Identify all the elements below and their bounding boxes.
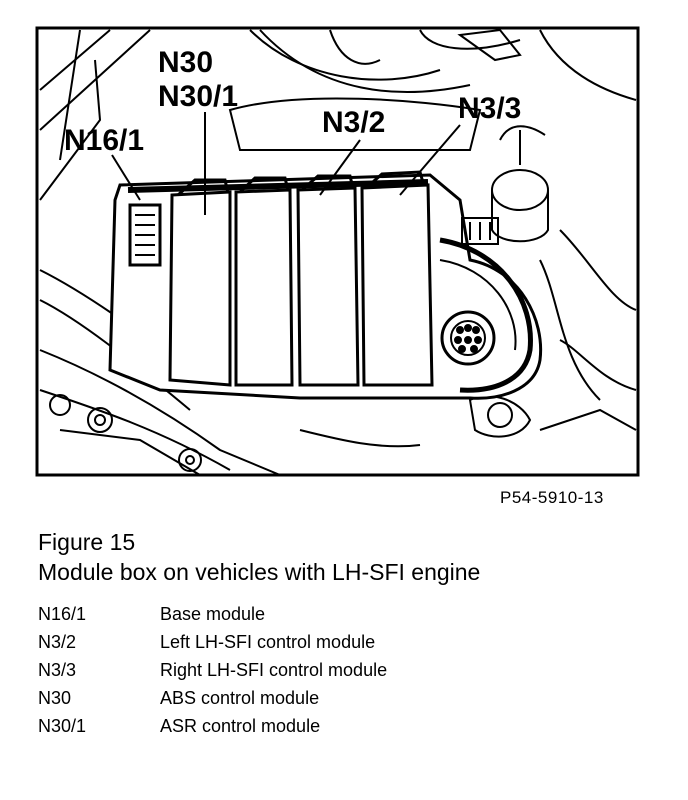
legend-label: Left LH-SFI control module [160,631,376,652]
legend-code: N3/2 [38,631,77,652]
module-box-illustration: N30 N30/1 N16/1 N3/2 N3/3 [35,26,640,477]
module-n30 [168,190,232,387]
legend-table: N16/1 Base module N3/2 Left LH-SFI contr… [38,600,598,740]
legend-row: N3/2 Left LH-SFI control module [38,628,598,656]
figure-caption: Module box on vehicles with LH-SFI engin… [38,559,481,585]
module-n3-2 [296,186,360,387]
legend-code: N16/1 [38,603,87,624]
callout-n30: N30 [158,46,213,79]
plug-connector [461,217,499,245]
module-n30-1 [234,188,294,387]
figure-reference-code: P54-5910-13 [500,488,604,507]
callout-n16-1: N16/1 [64,124,144,157]
legend-code: N30/1 [38,715,87,736]
control-modules [168,170,434,387]
figure-title: Figure 15 [38,529,136,555]
legend-label: ASR control module [160,715,321,736]
round-connector [440,310,496,366]
legend-label: Right LH-SFI control module [160,659,388,680]
legend-row: N30/1 ASR control module [38,712,598,740]
callout-n3-2: N3/2 [322,106,385,139]
leader-lines [111,112,461,215]
module-n3-3 [360,183,434,387]
legend-row: N16/1 Base module [38,600,598,628]
callout-n3-3: N3/3 [458,92,521,125]
legend-row: N30 ABS control module [38,684,598,712]
legend-code: N30 [38,687,72,708]
callout-n30-1: N30/1 [158,80,238,113]
legend-code: N3/3 [38,659,77,680]
legend-row: N3/3 Right LH-SFI control module [38,656,598,684]
legend-label: ABS control module [160,687,320,708]
legend-label: Base module [160,603,266,624]
